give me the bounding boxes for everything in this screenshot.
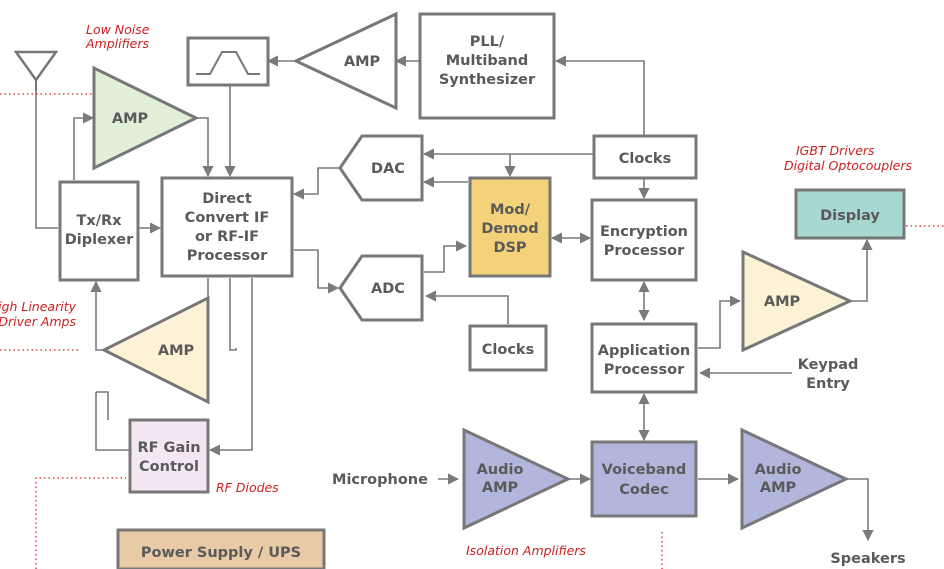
dsp-line1: Mod/ bbox=[490, 202, 531, 218]
wire-lna-convert bbox=[196, 117, 214, 178]
pll-line2: Multiband bbox=[446, 53, 529, 69]
display-amp-label: AMP bbox=[764, 294, 801, 310]
low-noise-amp-label: AMP bbox=[112, 111, 149, 127]
display-amp: AMP bbox=[741, 249, 854, 353]
direct-convert-processor: Direct Convert IF or RF-IF Processor bbox=[160, 176, 294, 278]
txrx-diplexer: Tx/Rx Diplexer bbox=[58, 180, 140, 282]
mod-demod-dsp: Mod/ Demod DSP bbox=[468, 176, 552, 278]
encryption-line2: Processor bbox=[604, 243, 685, 259]
tx-amp-label: AMP bbox=[344, 54, 381, 70]
application-line1: Application bbox=[598, 343, 691, 359]
audio-amp-out-line1: Audio bbox=[755, 462, 802, 478]
audio-amp-in-line1: Audio bbox=[477, 462, 524, 478]
wire-dac-convert bbox=[292, 167, 340, 200]
rf-gain-line1: RF Gain bbox=[137, 440, 200, 456]
wire-convert-rfgain bbox=[208, 278, 253, 456]
diplexer-line1: Tx/Rx bbox=[76, 213, 122, 229]
encryption-processor: Encryption Processor bbox=[590, 198, 698, 282]
leader-rf-diodes bbox=[35, 477, 126, 569]
pll-synthesizer: PLL/ Multiband Synthesizer bbox=[418, 12, 556, 120]
audio-amp-in: Audio AMP bbox=[462, 427, 572, 531]
dac-block: DAC bbox=[338, 134, 424, 202]
clocks-top: Clocks bbox=[592, 134, 698, 180]
adc-label: ADC bbox=[371, 281, 405, 297]
signal-wires bbox=[35, 55, 874, 542]
clocks-top-label: Clocks bbox=[619, 151, 671, 167]
wire-antenna-diplexer bbox=[35, 78, 58, 229]
driver-amp-label: AMP bbox=[158, 343, 195, 359]
low-noise-line2: Amplifiers bbox=[85, 36, 150, 51]
diplexer-line2: Diplexer bbox=[65, 232, 134, 248]
pll-line1: PLL/ bbox=[470, 34, 505, 50]
igbt-line2: Digital Optocouplers bbox=[784, 158, 913, 173]
microphone-label: Microphone bbox=[332, 472, 428, 488]
rf-gain-control: RF Gain Control bbox=[128, 418, 210, 494]
wire-rfgain-loop-b bbox=[96, 391, 109, 420]
audio-amp-out: Audio AMP bbox=[740, 427, 850, 531]
keypad-line2: Entry bbox=[806, 376, 850, 392]
tx-amp: AMP bbox=[292, 11, 398, 111]
wire-convert-adc bbox=[294, 249, 340, 294]
wire-clocks-pll bbox=[554, 55, 645, 136]
rf-diodes-label: RF Diodes bbox=[216, 480, 279, 495]
antenna-icon bbox=[13, 50, 59, 90]
convert-line1: Direct bbox=[202, 191, 252, 207]
audio-amp-in-line2: AMP bbox=[482, 480, 519, 496]
convert-line3: or RF-IF bbox=[195, 229, 259, 245]
convert-line4: Processor bbox=[187, 248, 268, 264]
dsp-line2: Demod bbox=[481, 221, 538, 237]
driver-amp: AMP bbox=[100, 295, 210, 405]
voiceband-codec: Voiceband Codec bbox=[590, 440, 698, 518]
display-label: Display bbox=[820, 208, 880, 224]
adc-block: ADC bbox=[338, 254, 424, 322]
clocks-bottom-label: Clocks bbox=[482, 342, 534, 358]
wire-convert-down bbox=[229, 278, 237, 351]
voiceband-line2: Codec bbox=[619, 482, 668, 498]
power-supply-label: Power Supply / UPS bbox=[141, 545, 301, 561]
wire-application-amp bbox=[698, 295, 742, 349]
application-line2: Processor bbox=[604, 362, 685, 378]
dsp-line3: DSP bbox=[493, 240, 526, 256]
bandpass-filter-icon bbox=[186, 36, 270, 87]
power-supply: Power Supply / UPS bbox=[116, 528, 326, 569]
display-block: Display bbox=[794, 188, 906, 240]
high-linearity-line2: Driver Amps bbox=[0, 314, 76, 329]
pll-line3: Synthesizer bbox=[439, 72, 536, 88]
annotation-leaders bbox=[0, 93, 944, 569]
wire-diplexer-lna bbox=[73, 112, 95, 180]
isolation-label: Isolation Amplifiers bbox=[466, 543, 586, 558]
rf-gain-line2: Control bbox=[139, 459, 199, 475]
application-processor: Application Processor bbox=[590, 322, 698, 394]
wire-rfgain-loop bbox=[95, 392, 130, 451]
wire-amp-display bbox=[852, 238, 873, 302]
encryption-line1: Encryption bbox=[600, 224, 688, 240]
wire-adc-dsp bbox=[424, 240, 468, 273]
low-noise-amp: AMP bbox=[92, 65, 200, 171]
speakers-label: Speakers bbox=[830, 551, 905, 567]
low-noise-line1: Low Noise bbox=[86, 22, 150, 37]
convert-line2: Convert IF bbox=[185, 210, 270, 226]
voiceband-line1: Voiceband bbox=[602, 462, 687, 478]
wire-audio-speakers bbox=[846, 478, 874, 542]
high-linearity-line1: High Linearity bbox=[0, 299, 77, 314]
audio-amp-out-line2: AMP bbox=[760, 480, 797, 496]
wire-clocks-adc bbox=[424, 290, 509, 324]
dac-label: DAC bbox=[371, 161, 405, 177]
keypad-line1: Keypad bbox=[798, 357, 859, 373]
wire-driver-diplexer bbox=[90, 280, 104, 351]
igbt-line1: IGBT Drivers bbox=[796, 143, 875, 158]
clocks-bottom: Clocks bbox=[468, 324, 548, 372]
